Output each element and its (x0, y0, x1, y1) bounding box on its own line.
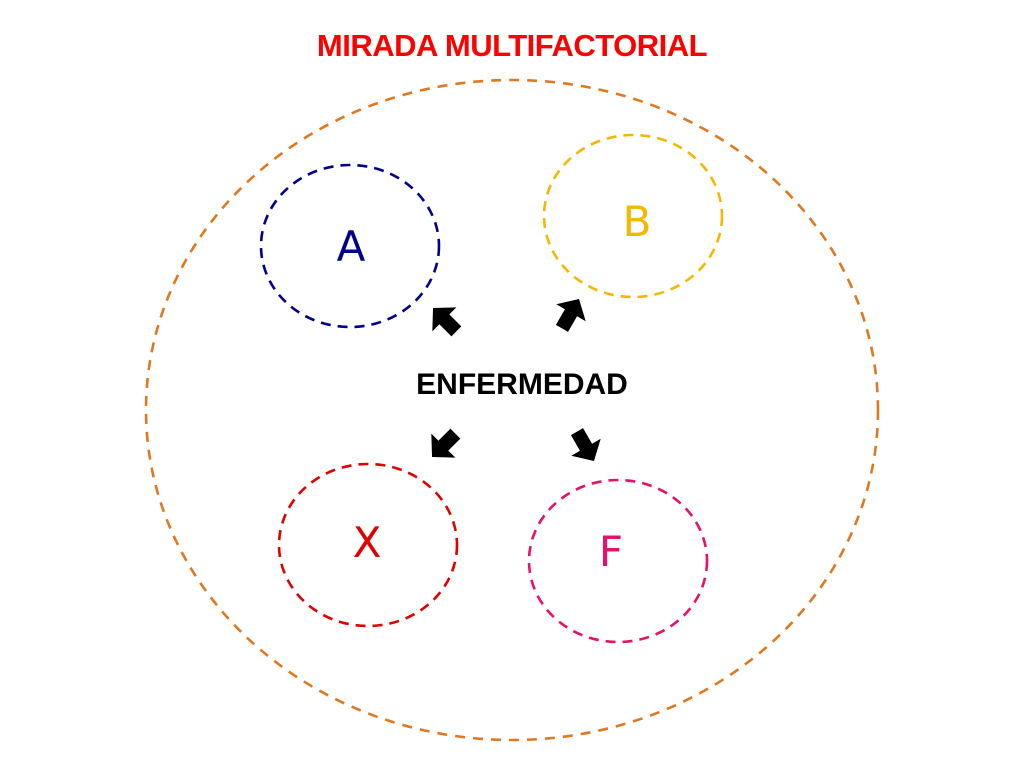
node-f-label: F (599, 527, 623, 576)
node-a: A (259, 163, 441, 329)
arrow-to-b-icon (555, 298, 586, 332)
node-b-label: B (623, 197, 652, 246)
node-x: X (277, 462, 459, 628)
center-label: ENFERMEDAD (416, 368, 628, 401)
arrow-to-x-icon (431, 428, 461, 458)
node-x-circle (277, 462, 459, 628)
node-a-label: A (337, 222, 366, 271)
node-f: F (527, 478, 709, 644)
arrow-to-f-icon (570, 428, 601, 462)
node-f-circle (527, 478, 709, 644)
arrow-to-a-icon (432, 307, 462, 337)
outer-circle (144, 78, 880, 742)
node-x-label: X (353, 518, 382, 567)
diagram-title: MIRADA MULTIFACTORIAL (316, 28, 708, 63)
node-b: B (542, 133, 724, 299)
node-b-circle (542, 133, 724, 299)
node-a-circle (259, 163, 441, 329)
